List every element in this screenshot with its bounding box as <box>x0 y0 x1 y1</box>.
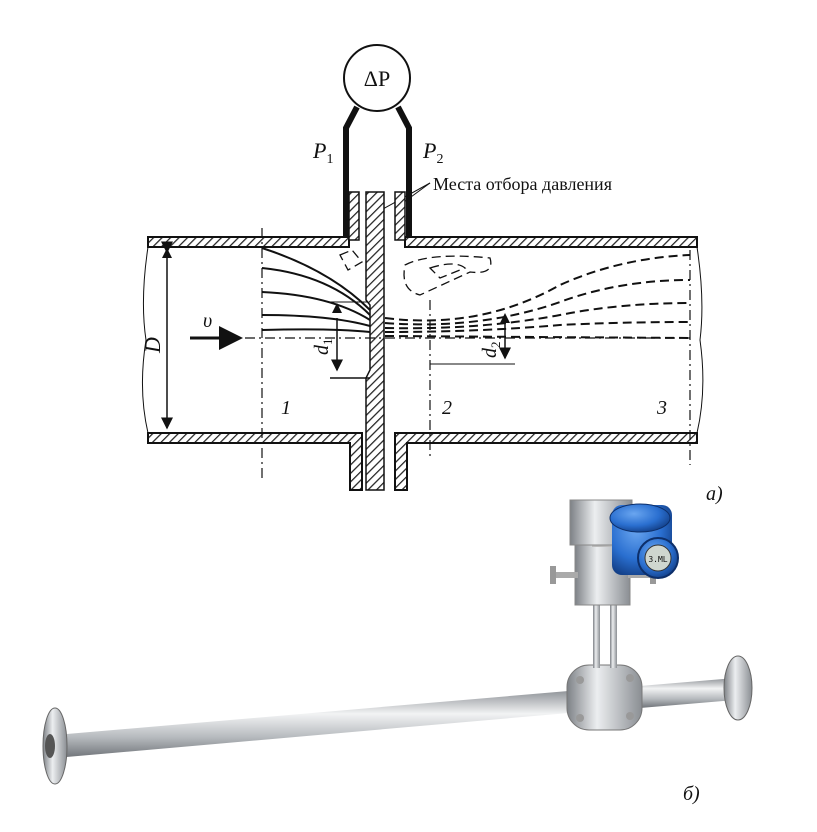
section-lines <box>245 228 691 480</box>
diameter-label: D <box>140 337 165 354</box>
section-1-label: 1 <box>281 397 291 419</box>
display-readout: 3.ML <box>648 555 667 564</box>
long-pipe <box>55 690 580 758</box>
velocity-label: υ <box>203 310 212 332</box>
tap-callout: Места отбора давления <box>433 174 612 194</box>
streamlines-downstream <box>339 249 691 339</box>
panel-b-label: б) <box>683 783 700 805</box>
differential-pressure-gauge: ΔP <box>343 44 411 112</box>
impulse-line <box>593 600 600 668</box>
d2-label: d2 <box>479 342 503 359</box>
d1-label: d1 <box>311 339 335 356</box>
d2-dimension: d2 <box>430 313 515 365</box>
panel-a-label: а) <box>706 483 723 505</box>
p2-label: P2 <box>422 138 443 167</box>
streamlines <box>261 247 371 333</box>
gauge-label: ΔP <box>364 66 390 91</box>
impulse-tube-p2 <box>395 105 412 237</box>
p1-label: P1 <box>312 138 333 167</box>
flow-arrow: υ <box>190 310 243 350</box>
impulse-line <box>610 600 617 668</box>
section-2-label: 2 <box>442 397 452 419</box>
orifice-flange-assembly <box>566 664 643 731</box>
pipe <box>141 191 704 491</box>
flowmeter-photo: 3.ML <box>42 499 753 785</box>
d1-dimension: d1 <box>311 301 370 379</box>
diameter-dimension: D <box>140 241 173 430</box>
orifice-plate <box>365 191 385 491</box>
outlet-pipe <box>640 678 735 708</box>
outlet-flange <box>723 655 753 721</box>
section-3-label: 3 <box>656 397 667 419</box>
impulse-tube-p1 <box>343 105 360 237</box>
